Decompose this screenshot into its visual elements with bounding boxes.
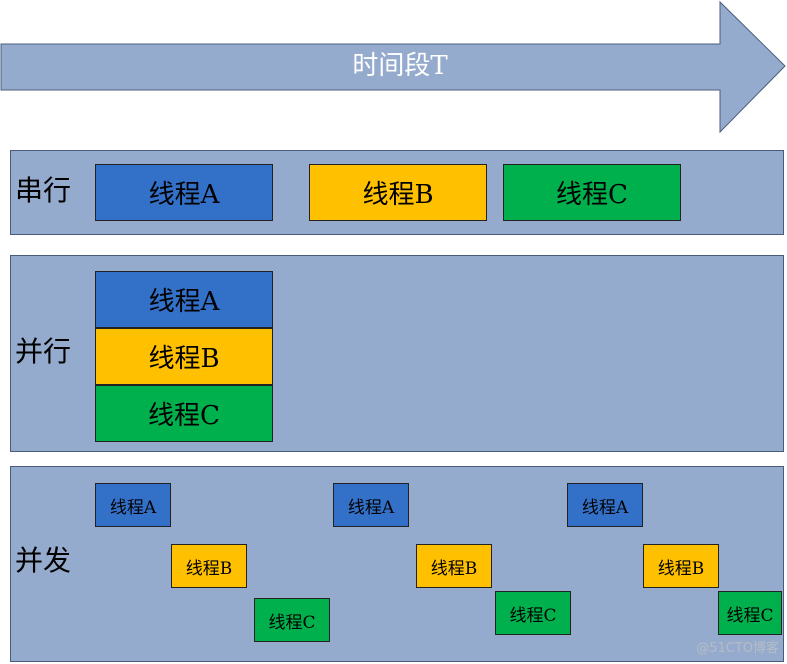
concurrent-round2-thread-a: 线程A xyxy=(333,483,409,527)
concurrent-round3-thread-a: 线程A xyxy=(567,483,643,527)
concurrent-round1-thread-a: 线程A xyxy=(95,483,171,527)
serial-thread-c: 线程C xyxy=(503,164,681,221)
parallel-thread-b: 线程B xyxy=(95,328,273,385)
serial-label: 串行 xyxy=(15,174,72,207)
concurrent-round3-thread-c: 线程C xyxy=(718,591,782,635)
parallel-thread-a: 线程A xyxy=(95,271,273,328)
concurrent-panel: 并发 线程A 线程B 线程C 线程A 线程B 线程C 线程A 线程B 线程C xyxy=(10,466,784,662)
serial-thread-a: 线程A xyxy=(95,164,273,221)
timeline-label: 时间段T xyxy=(352,51,448,81)
serial-thread-b: 线程B xyxy=(309,164,487,221)
concurrent-round2-thread-c: 线程C xyxy=(495,591,571,635)
concurrent-round3-thread-b: 线程B xyxy=(643,544,719,588)
parallel-thread-c: 线程C xyxy=(95,385,273,442)
serial-panel: 串行 线程A 线程B 线程C xyxy=(10,150,784,235)
timeline-arrow xyxy=(0,0,786,134)
parallel-label: 并行 xyxy=(15,335,72,368)
concurrent-round1-thread-b: 线程B xyxy=(171,544,247,588)
concurrent-round1-thread-c: 线程C xyxy=(254,598,330,642)
concurrent-round2-thread-b: 线程B xyxy=(416,544,492,588)
watermark: @51CTO博客 xyxy=(696,641,779,656)
concurrent-label: 并发 xyxy=(15,544,72,577)
parallel-panel: 并行 线程A 线程B 线程C xyxy=(10,255,784,452)
